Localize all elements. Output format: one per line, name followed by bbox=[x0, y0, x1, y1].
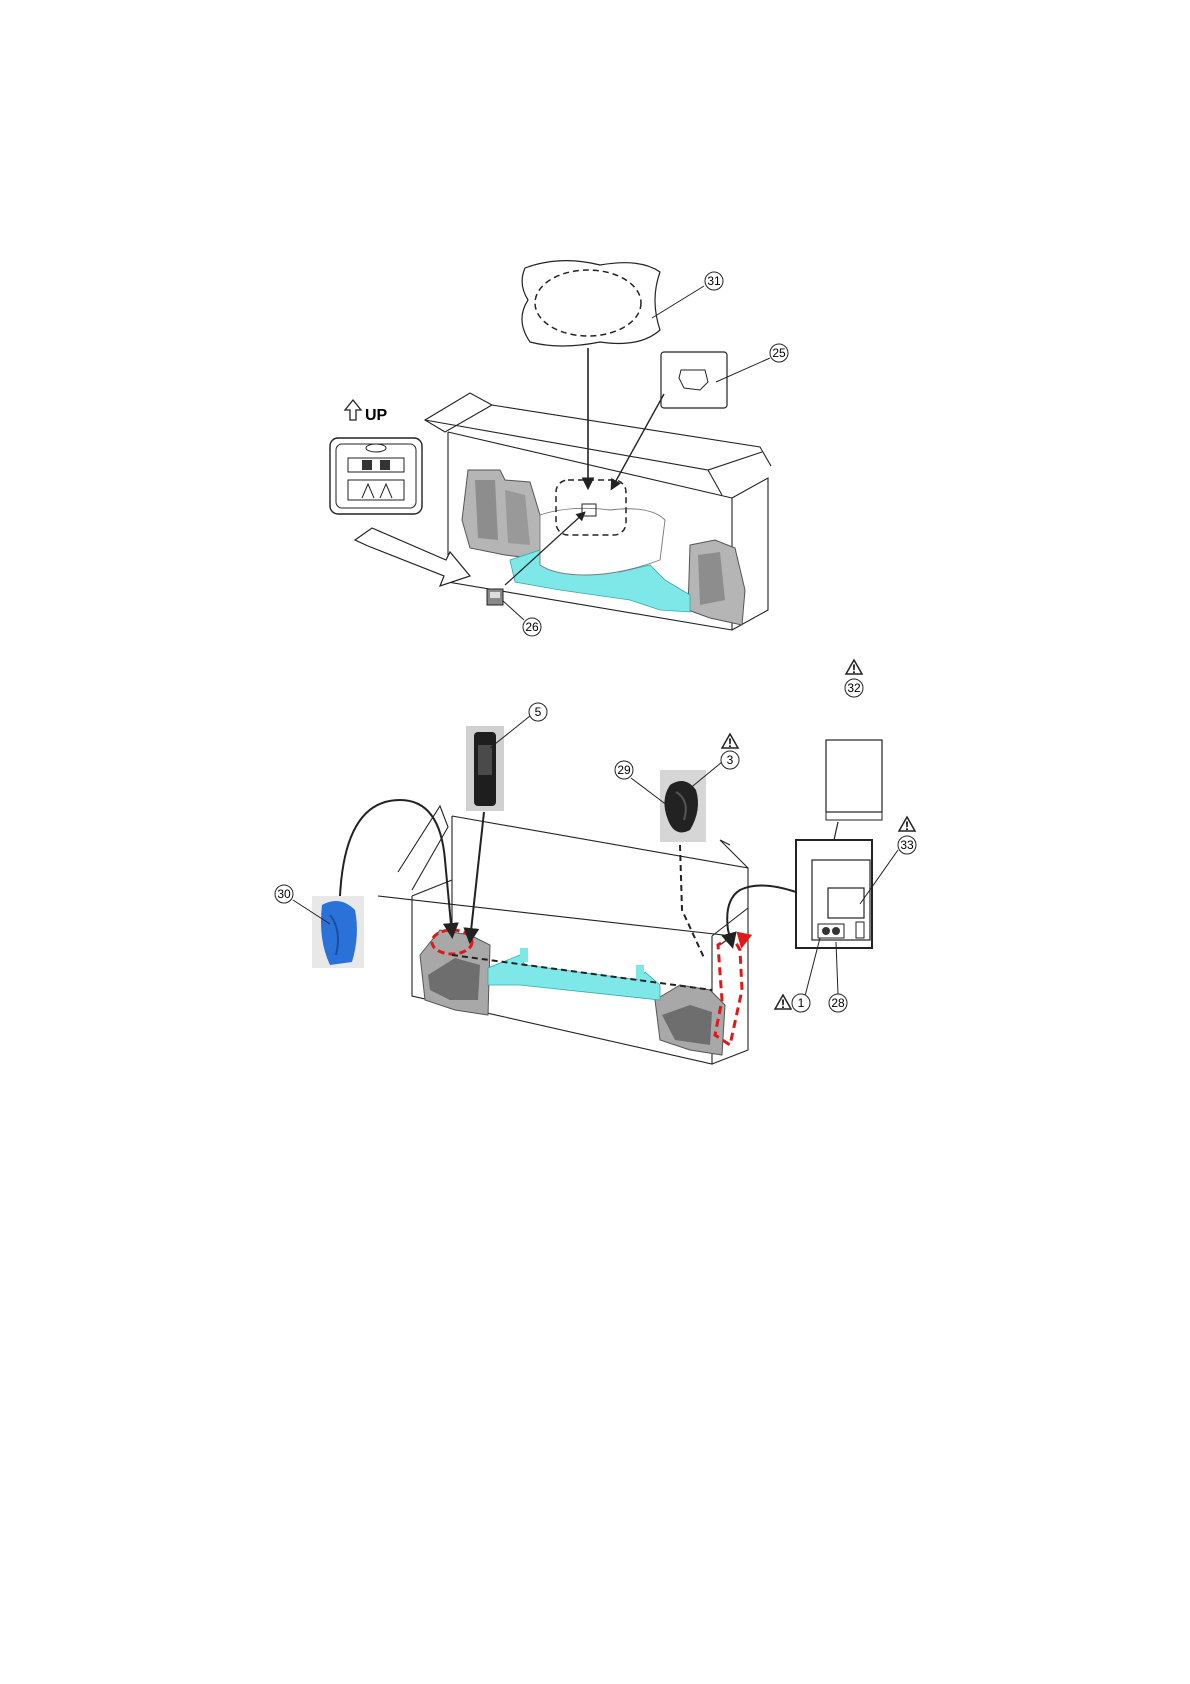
bag-31 bbox=[522, 261, 660, 346]
cushion-tab-right bbox=[636, 965, 644, 979]
svg-text:32: 32 bbox=[847, 681, 861, 695]
svg-text:1: 1 bbox=[798, 996, 805, 1010]
leader-26 bbox=[502, 600, 524, 620]
callout-32: 32 bbox=[845, 679, 863, 697]
direction-arrow-icon bbox=[355, 528, 470, 586]
callout-29: 29 bbox=[615, 761, 633, 779]
svg-text:30: 30 bbox=[277, 887, 291, 901]
arrow-red-docs bbox=[742, 935, 744, 945]
foam-left-upper bbox=[462, 470, 545, 560]
callout-1: 1 bbox=[792, 994, 810, 1012]
svg-text:5: 5 bbox=[535, 705, 542, 719]
svg-text:33: 33 bbox=[900, 838, 914, 852]
up-arrow-icon bbox=[345, 400, 361, 420]
callout-30: 30 bbox=[275, 885, 293, 903]
foam-left-lower bbox=[420, 930, 490, 1015]
cushion-tab-left bbox=[520, 948, 528, 962]
callout-5: 5 bbox=[529, 703, 547, 721]
svg-text:!: ! bbox=[781, 997, 785, 1011]
item-5 bbox=[466, 726, 504, 811]
callout-31: 31 bbox=[705, 272, 723, 290]
svg-text:UP: UP bbox=[365, 407, 388, 424]
arrow-card-to-box bbox=[612, 394, 664, 488]
cushion-lower bbox=[488, 955, 660, 1000]
svg-text:31: 31 bbox=[707, 274, 721, 288]
callout-28: 28 bbox=[829, 994, 847, 1012]
top-view-icon bbox=[330, 438, 422, 514]
callout-33: 33 bbox=[898, 836, 916, 854]
svg-text:25: 25 bbox=[772, 346, 786, 360]
foam-right-upper bbox=[688, 540, 745, 625]
item-33-document-pack bbox=[796, 840, 872, 948]
item-32-manual bbox=[826, 740, 882, 820]
callout-25: 25 bbox=[770, 344, 788, 362]
arrow-item5-to-box bbox=[470, 812, 484, 940]
svg-text:!: ! bbox=[728, 736, 732, 750]
svg-text:26: 26 bbox=[525, 620, 539, 634]
upper-packing-figure: 31 25 26 UP bbox=[330, 261, 788, 636]
callout-3: 3 bbox=[721, 751, 739, 769]
svg-text:3: 3 bbox=[727, 753, 734, 767]
svg-text:!: ! bbox=[905, 819, 909, 833]
up-orientation-indicator: UP bbox=[345, 400, 388, 424]
card-25 bbox=[661, 352, 727, 408]
warning-icon-33: ! bbox=[899, 817, 915, 833]
leader-31 bbox=[652, 286, 704, 318]
svg-text:28: 28 bbox=[831, 996, 845, 1010]
warning-icon-3: ! bbox=[722, 734, 738, 750]
warning-icon-1: ! bbox=[775, 995, 791, 1011]
arrow-docs-to-box bbox=[727, 885, 796, 945]
lower-packing-figure: 5 29 3 ! bbox=[275, 660, 916, 1064]
svg-text:!: ! bbox=[852, 662, 856, 676]
arrow-cable-to-box bbox=[680, 845, 705, 960]
item-30-blue-bag bbox=[312, 896, 364, 968]
product-bag-upper bbox=[540, 508, 665, 575]
svg-text:29: 29 bbox=[617, 763, 631, 777]
leader-28 bbox=[836, 942, 838, 994]
part-26 bbox=[487, 589, 503, 605]
foam-right-lower bbox=[655, 985, 725, 1055]
callout-26: 26 bbox=[523, 618, 541, 636]
warning-icon-32: ! bbox=[846, 660, 862, 676]
